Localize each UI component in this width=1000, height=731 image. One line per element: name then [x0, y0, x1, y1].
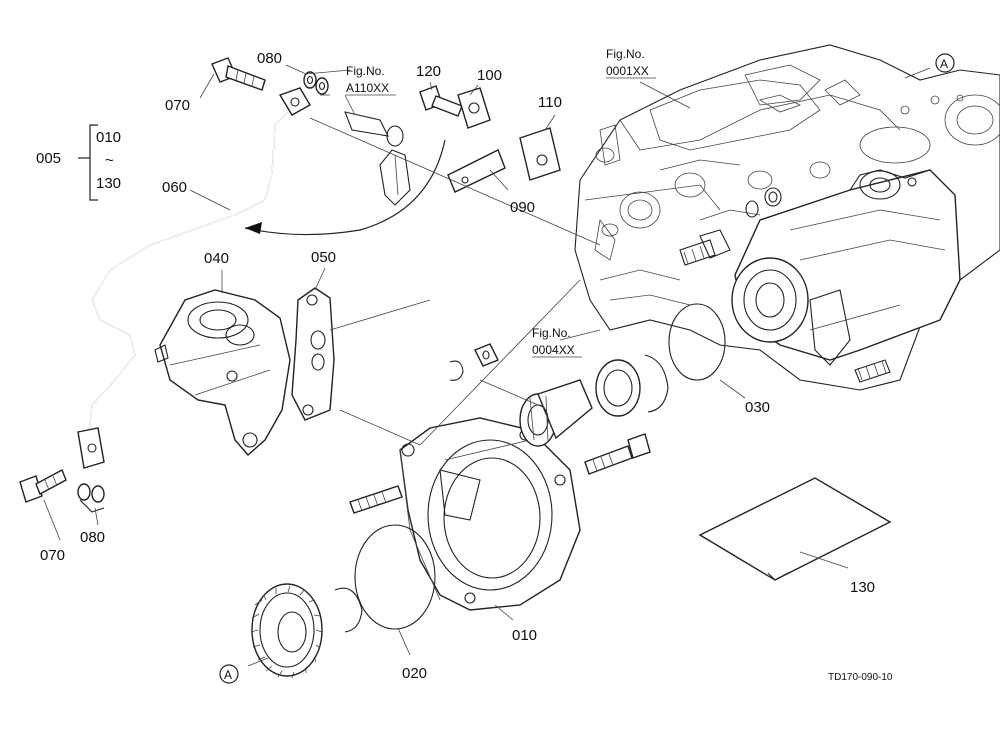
drive-gear-shaft	[519, 379, 593, 447]
fuel-pipe	[77, 87, 311, 469]
callout-090: 090	[510, 199, 535, 216]
fig-ref-label: Fig.No.	[606, 47, 645, 61]
label-sheet	[698, 477, 892, 581]
callout-130-range-end: 130	[96, 175, 121, 192]
marker-letter: A	[940, 57, 948, 71]
bearing	[595, 359, 641, 417]
gear-case-010	[399, 417, 581, 611]
callout-070-bottom: 070	[40, 547, 65, 564]
callout-080-top: 080	[257, 50, 282, 67]
washers-bottom	[77, 483, 105, 513]
stud-bolts	[349, 433, 651, 514]
injection-pump-body	[154, 289, 291, 456]
leader-lines	[43, 64, 931, 667]
connection-marker-bottom: A	[219, 664, 239, 684]
snap-ring	[644, 354, 669, 413]
figure-references: Fig.No. A110XX Fig.No. 0001XX Fig.No. 00…	[346, 47, 656, 358]
marker-letter: A	[224, 668, 232, 682]
group-bracket	[78, 124, 98, 201]
o-ring-020	[354, 524, 436, 630]
callout-020: 020	[402, 665, 427, 682]
callout-040: 040	[204, 250, 229, 267]
callout-100: 100	[477, 67, 502, 84]
idler-gear	[250, 583, 323, 679]
gasket-050	[291, 287, 335, 421]
pipe-clamp-assembly	[344, 85, 561, 206]
fig-ref-label: Fig.No.	[532, 326, 571, 340]
washers-top	[303, 71, 329, 95]
callout-030: 030	[745, 399, 770, 416]
callout-range-tilde: ~	[105, 152, 114, 169]
banjo-bolt-top	[211, 57, 266, 91]
connection-marker-top: A	[935, 53, 955, 73]
nut-and-washer	[449, 343, 499, 381]
fig-ref-number: A110XX	[346, 81, 389, 95]
hydraulic-pump	[679, 169, 961, 383]
drawing-reference-code: TD170-090-10	[828, 672, 893, 683]
callout-060: 060	[162, 179, 187, 196]
callout-120: 120	[416, 63, 441, 80]
banjo-bolt-bottom	[19, 469, 67, 503]
callout-070-top: 070	[165, 97, 190, 114]
callout-labels: 005 010 ~ 130 060 040 050 070 080 120 10…	[36, 50, 875, 682]
fig-ref-number: 0004XX	[532, 343, 575, 357]
callout-010-range-start: 010	[96, 129, 121, 146]
callout-005: 005	[36, 150, 61, 167]
fig-ref-number: 0001XX	[606, 64, 649, 78]
o-ring-030	[668, 303, 726, 381]
callout-130: 130	[850, 579, 875, 596]
callout-110: 110	[538, 94, 562, 111]
fig-ref-label: Fig.No.	[346, 64, 385, 78]
snap-ring-bottom	[334, 587, 363, 633]
callout-010: 010	[512, 627, 537, 644]
routing-arrow	[244, 139, 446, 236]
callout-080-bottom: 080	[80, 529, 105, 546]
callout-050: 050	[311, 249, 336, 266]
